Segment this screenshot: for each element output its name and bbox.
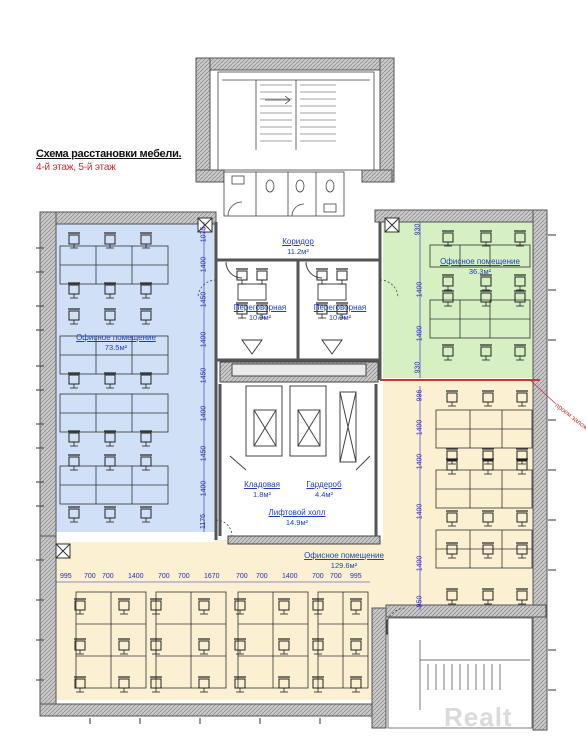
- room-meeting-1-area: 10.9м²: [248, 313, 272, 322]
- room-office-large-area: 129.6м²: [330, 561, 358, 570]
- dim-bottom-9: 700: [256, 573, 268, 580]
- room-wardrobe: Гардероб 4.4м²: [294, 480, 354, 500]
- dim-left-3: 1450: [200, 291, 208, 308]
- dim-bottom-1: 995: [60, 573, 72, 580]
- door-swings: [197, 279, 407, 629]
- room-wardrobe-name: Гардероб: [306, 480, 342, 489]
- room-meeting-2-area: 10.9м²: [328, 313, 352, 322]
- room-storage-area: 1.8м²: [252, 490, 272, 499]
- office-green-desks: [429, 244, 531, 339]
- dim-bottom-10: 1400: [282, 573, 298, 580]
- office-left-area: [55, 222, 215, 532]
- room-office-large: Офисное помещение 129.6м²: [288, 551, 400, 571]
- dim-bottom-2: 700: [84, 573, 96, 580]
- room-lift-hall-name: Лифтовой холл: [268, 508, 326, 517]
- dim-green-2: 1400: [416, 281, 424, 298]
- dim-bottom-5: 700: [158, 573, 170, 580]
- dimension-lines: [56, 222, 421, 610]
- room-office-left-name: Офисное помещение: [76, 333, 156, 342]
- dim-right-6: 950: [416, 595, 424, 608]
- watermark-logo: Realt: [444, 702, 513, 732]
- dim-left-9: 1176: [200, 513, 208, 530]
- dim-right-4: 1400: [416, 503, 424, 520]
- dim-right-3: 1400: [416, 453, 424, 470]
- dim-left-6: 1400: [200, 405, 208, 422]
- window-marks: [36, 234, 556, 724]
- dim-left-4: 1400: [200, 331, 208, 348]
- dim-bottom-7: 1670: [204, 573, 220, 580]
- room-wardrobe-area: 4.4м²: [314, 490, 334, 499]
- dim-right-2: 1400: [416, 419, 424, 436]
- dim-bottom-13: 995: [350, 573, 362, 580]
- room-lift-hall: Лифтовой холл 14.9м²: [252, 508, 342, 528]
- dim-right-1: 996: [416, 389, 424, 402]
- room-meeting-2-name: Переговорная: [313, 303, 367, 312]
- dim-bottom-11: 700: [312, 573, 324, 580]
- dim-right-5: 1400: [416, 555, 424, 572]
- dim-bottom-3: 700: [102, 573, 114, 580]
- office-large-right-desks: [435, 409, 533, 569]
- room-office-green-area: 36.3м²: [468, 267, 492, 276]
- room-office-left-area: 73.5м²: [104, 343, 128, 352]
- plan-floors: 4-й этаж, 5-й этаж: [36, 162, 116, 173]
- note-leader: [529, 379, 557, 405]
- dim-green-3: 1400: [416, 325, 424, 342]
- room-meeting-2: Переговорная 10.9м²: [302, 303, 378, 323]
- room-office-left: Офисное помещение 73.5м²: [60, 333, 172, 353]
- room-meeting-1: Переговорная 10.9м²: [222, 303, 298, 323]
- dim-bottom-12: 700: [330, 573, 342, 580]
- dim-green-4: 930: [414, 361, 422, 374]
- room-office-large-name: Офисное помещение: [304, 551, 384, 560]
- meeting-rooms: [225, 261, 347, 355]
- dim-bottom-4: 1400: [128, 573, 144, 580]
- room-corridor-area: 11.2м²: [287, 247, 309, 256]
- dim-bottom-6: 700: [178, 573, 190, 580]
- dim-left-1: 1075: [200, 226, 208, 243]
- toilets: [223, 171, 345, 217]
- dim-left-8: 1400: [200, 480, 208, 497]
- plan-title-block: Схема расстановки мебели. 4-й этаж, 5-й …: [36, 148, 182, 173]
- room-storage: Кладовая 1.8м²: [232, 480, 292, 500]
- room-office-green-name: Офисное помещение: [440, 257, 520, 266]
- dim-left-5: 1450: [200, 367, 208, 384]
- room-corridor: Коридор 11.2м²: [260, 237, 336, 257]
- dim-green-1: 930: [414, 223, 422, 236]
- plan-title: Схема расстановки мебели.: [36, 148, 182, 160]
- corridor-walls: [214, 222, 382, 540]
- room-office-green: Офисное помещение 36.3м²: [424, 257, 536, 277]
- room-meeting-1-name: Переговорная: [233, 303, 287, 312]
- dim-left-2: 1400: [200, 256, 208, 273]
- office-large-bottom-desks: [75, 591, 369, 689]
- room-lift-hall-area: 14.9м²: [285, 518, 309, 527]
- outer-walls: [39, 57, 548, 731]
- dim-left-7: 1450: [200, 445, 208, 462]
- bottom-staircase: [387, 617, 533, 729]
- room-corridor-name: Коридор: [282, 237, 314, 246]
- top-staircase: [217, 71, 375, 171]
- dim-bottom-8: 700: [236, 573, 248, 580]
- lift-core: [218, 361, 381, 545]
- office-left-desks: [59, 245, 169, 505]
- room-storage-name: Кладовая: [244, 480, 280, 489]
